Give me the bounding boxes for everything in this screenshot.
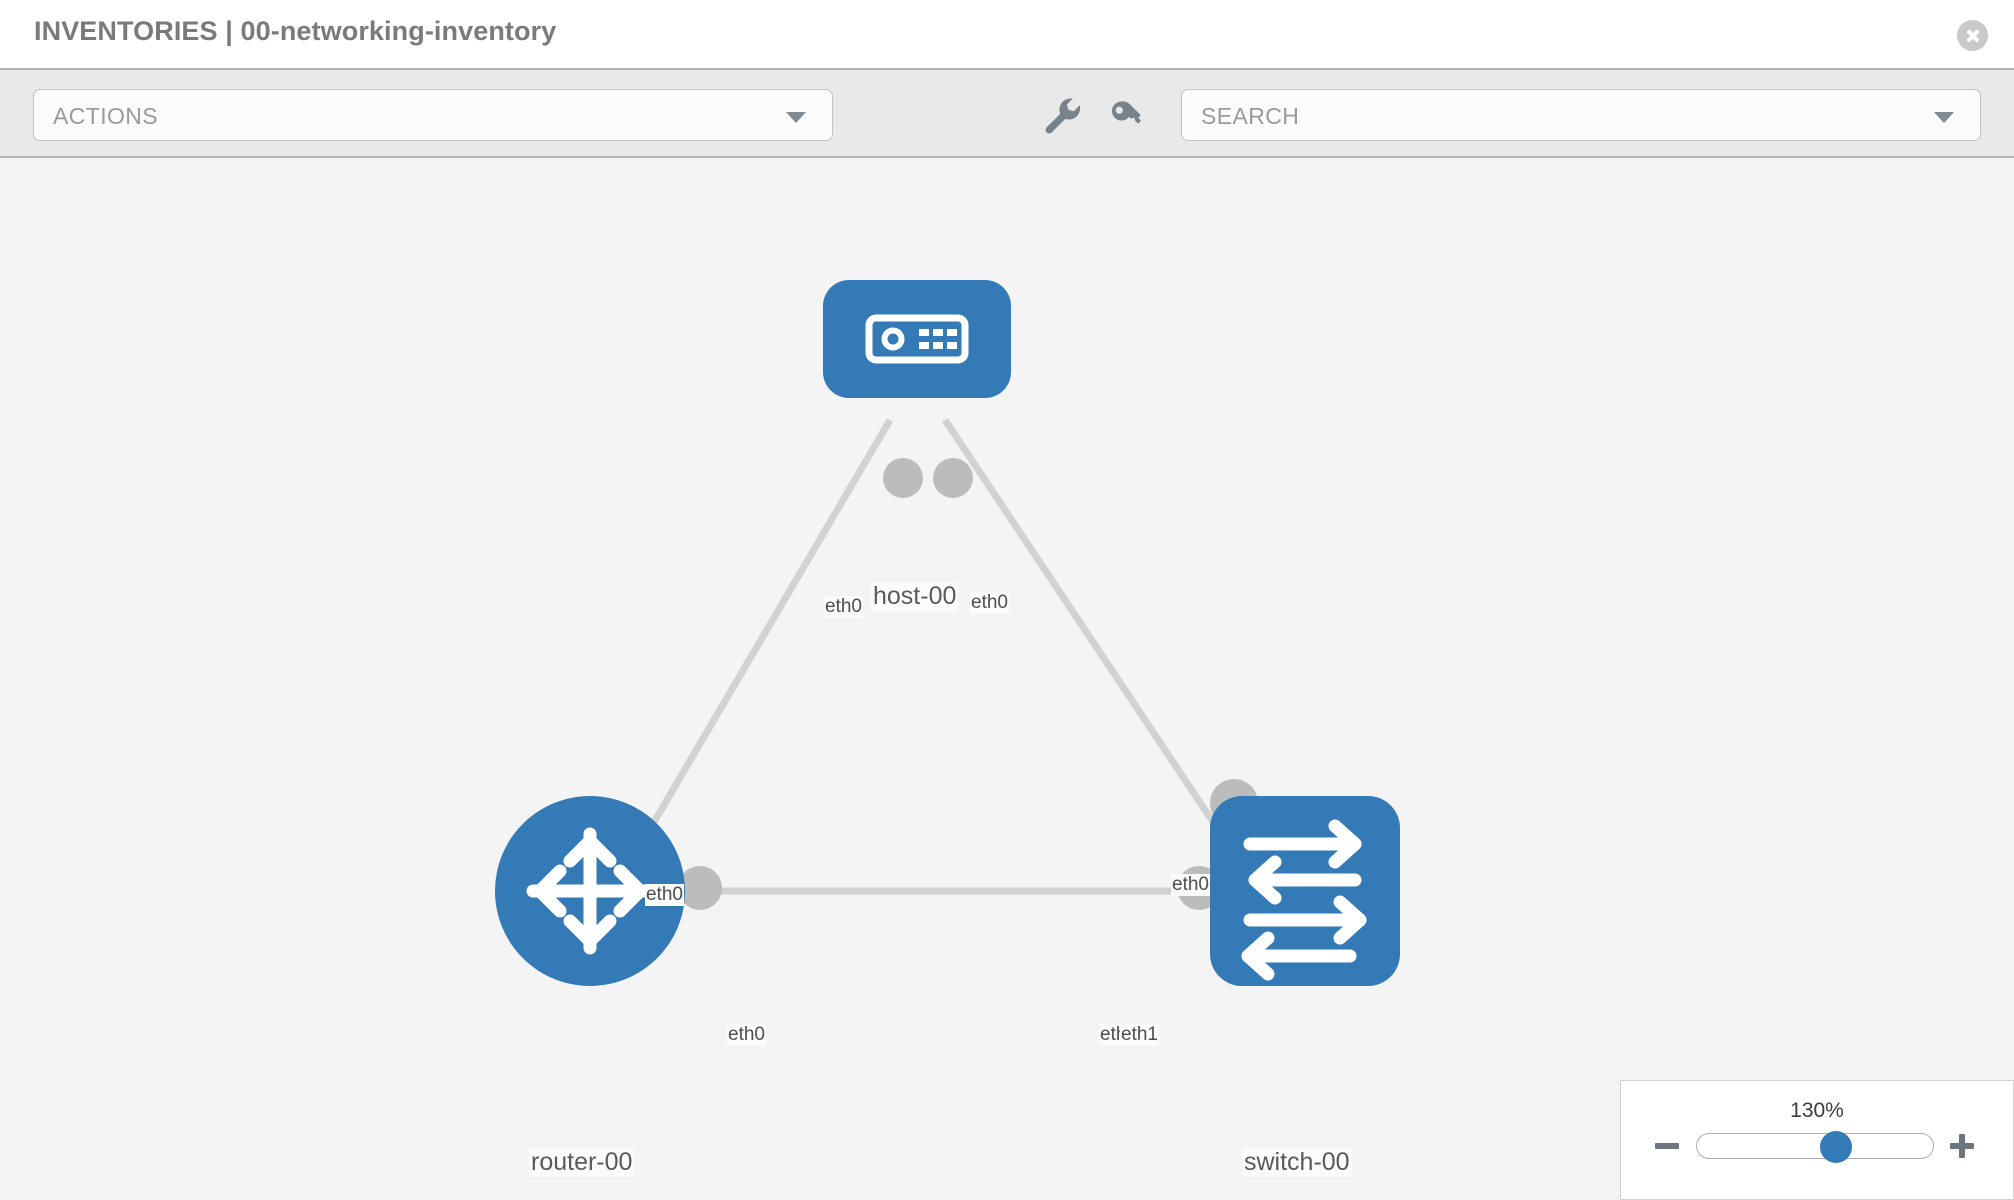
topology-interface-dots [678, 458, 1258, 910]
wrench-icon[interactable] [1038, 92, 1084, 138]
interface-label: eth0 [970, 592, 1009, 614]
close-icon[interactable] [1957, 20, 1988, 51]
chevron-down-icon [786, 112, 806, 123]
node-host-00[interactable] [823, 280, 1011, 398]
interface-dot [933, 458, 973, 498]
zoom-level-label: 130% [1790, 1099, 1844, 1122]
node-router-00[interactable] [495, 796, 685, 986]
switch-arrows-icon [1241, 819, 1367, 981]
actions-dropdown-label: ACTIONS [53, 103, 159, 129]
interface-label: eth0 [1171, 874, 1210, 896]
interface-label: eth0 [645, 884, 684, 906]
search-placeholder: SEARCH [1201, 103, 1300, 129]
topology-canvas[interactable]: eth0 eth0 eth0 eth0 eth0 eth eth1 host-0… [0, 158, 2014, 1200]
actions-dropdown[interactable]: ACTIONS [33, 89, 833, 141]
interface-label: eth0 [824, 596, 863, 618]
page-title: INVENTORIES | 00-networking-inventory [34, 16, 557, 46]
interface-dot [883, 458, 923, 498]
plus-icon[interactable] [1947, 1131, 1977, 1161]
key-icon[interactable] [1105, 92, 1151, 138]
zoom-control-panel: 130% [1620, 1080, 2014, 1200]
header-bar: INVENTORIES | 00-networking-inventory [0, 0, 2014, 68]
topology-links [616, 418, 1255, 895]
chevron-down-icon[interactable] [1934, 112, 1954, 123]
interface-dot [678, 866, 722, 910]
node-label-router-00: router-00 [529, 1148, 635, 1177]
topology-graph [495, 280, 1400, 986]
router-arrows-icon [526, 827, 654, 955]
node-switch-00[interactable] [1210, 796, 1400, 986]
interface-label: eth0 [727, 1024, 766, 1046]
toolbar: ACTIONS SEARCH [0, 68, 2014, 158]
link-host-switch [942, 418, 1248, 872]
server-icon [865, 314, 969, 364]
zoom-slider-thumb[interactable] [1820, 1131, 1852, 1163]
minus-icon[interactable] [1652, 1131, 1682, 1161]
link-host-router [616, 418, 894, 882]
node-label-switch-00: switch-00 [1242, 1148, 1352, 1177]
zoom-slider-track[interactable] [1696, 1133, 1934, 1159]
search-input[interactable]: SEARCH [1181, 89, 1981, 141]
interface-label: eth1 [1120, 1024, 1159, 1046]
node-label-host-00: host-00 [871, 582, 959, 611]
